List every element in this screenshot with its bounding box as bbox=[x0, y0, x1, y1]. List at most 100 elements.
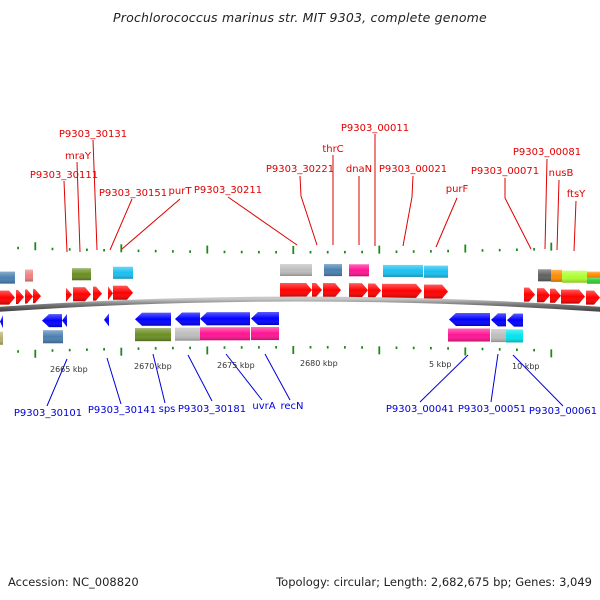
minor-tick bbox=[223, 250, 226, 254]
cds-shade bbox=[135, 312, 171, 326]
minor-tick bbox=[412, 346, 415, 350]
major-tick bbox=[120, 244, 123, 253]
minor-tick bbox=[326, 250, 329, 254]
minor-tick bbox=[103, 348, 105, 351]
scale-label: 5 kbp bbox=[429, 360, 451, 369]
gene-label[interactable]: recN bbox=[280, 401, 303, 412]
cds-shade bbox=[66, 287, 72, 302]
gene-label[interactable]: P9303_30101 bbox=[14, 408, 82, 419]
feature-shade bbox=[280, 264, 312, 277]
minor-tick bbox=[361, 346, 363, 349]
gene-label[interactable]: P9303_30151 bbox=[99, 188, 167, 199]
forward-cds-track bbox=[0, 283, 600, 305]
minor-tick bbox=[154, 249, 157, 253]
genome-summary: Topology: circular; Length: 2,682,675 bp… bbox=[276, 575, 592, 589]
gene-label[interactable]: P9303_30221 bbox=[266, 164, 334, 175]
gene-label[interactable]: P9303_00061 bbox=[529, 406, 597, 417]
gene-label[interactable]: P9303_00041 bbox=[386, 404, 454, 415]
cds-shade bbox=[561, 289, 585, 304]
minor-tick bbox=[395, 346, 398, 349]
gene-label[interactable]: P9303_00071 bbox=[471, 166, 539, 177]
minor-tick bbox=[51, 247, 54, 251]
cds-shade bbox=[424, 284, 448, 299]
gene-label[interactable]: P9303_30181 bbox=[178, 404, 246, 415]
label-leader-line bbox=[225, 353, 263, 401]
cds-shade bbox=[537, 288, 550, 303]
minor-tick bbox=[172, 250, 174, 253]
label-leader-line bbox=[504, 178, 532, 250]
cds-shade bbox=[550, 288, 561, 303]
minor-tick bbox=[516, 348, 518, 352]
minor-tick bbox=[447, 249, 449, 253]
gene-label[interactable]: P9303_30111 bbox=[30, 170, 98, 181]
feature-shade bbox=[538, 269, 551, 282]
gene-label[interactable]: P9303_00081 bbox=[513, 147, 581, 158]
label-leader-line bbox=[109, 198, 133, 251]
gene-label[interactable]: P9303_00021 bbox=[379, 164, 447, 175]
feature-shade bbox=[506, 329, 523, 343]
feature-shade bbox=[43, 330, 63, 344]
label-leader-line bbox=[152, 353, 166, 404]
gene-label[interactable]: P9303_30131 bbox=[59, 129, 127, 140]
cds-shade bbox=[312, 283, 322, 298]
feature-shade bbox=[25, 269, 33, 282]
scale-label: 2670 kbp bbox=[134, 362, 172, 371]
label-leader-line bbox=[299, 175, 318, 246]
label-leader-line bbox=[419, 354, 469, 403]
minor-tick bbox=[275, 250, 277, 254]
cds-shade bbox=[42, 314, 62, 328]
scale-label: 2680 kbp bbox=[300, 359, 338, 368]
feature-shade bbox=[0, 271, 15, 284]
cds-shade bbox=[73, 287, 91, 302]
gene-label[interactable]: P9303_00051 bbox=[458, 404, 526, 415]
feature-shade bbox=[587, 277, 600, 284]
scale-label: 2665 kbp bbox=[50, 365, 88, 374]
gene-label[interactable]: dnaN bbox=[346, 164, 372, 175]
gene-label[interactable]: ftsY bbox=[567, 189, 586, 200]
minor-tick bbox=[68, 348, 71, 352]
gene-label[interactable]: thrC bbox=[322, 144, 343, 155]
gene-label[interactable]: purT bbox=[169, 186, 193, 197]
gene-label[interactable]: P9303_30211 bbox=[194, 185, 262, 196]
minor-tick bbox=[533, 248, 535, 251]
label-leader-line bbox=[264, 353, 291, 401]
minor-tick bbox=[86, 348, 88, 351]
gene-label[interactable]: uvrA bbox=[252, 401, 275, 412]
genome-title: Prochlorococcus marinus str. MIT 9303, c… bbox=[113, 10, 487, 25]
minor-tick bbox=[51, 349, 54, 352]
gene-label[interactable]: purF bbox=[446, 184, 469, 195]
cds-shade bbox=[349, 283, 368, 298]
major-tick bbox=[34, 349, 37, 358]
cds-shade bbox=[200, 312, 250, 326]
cds-shade bbox=[368, 283, 381, 298]
gene-label[interactable]: mraY bbox=[65, 151, 92, 162]
minor-tick bbox=[361, 250, 363, 254]
feature-shade bbox=[424, 265, 448, 278]
minor-tick bbox=[430, 250, 432, 253]
scale-label: 10 kbp bbox=[512, 362, 540, 371]
major-tick bbox=[378, 245, 381, 254]
minor-tick bbox=[309, 346, 312, 349]
minor-tick bbox=[189, 250, 191, 253]
tick-marks-inner bbox=[17, 346, 553, 358]
genome-backbone bbox=[0, 296, 600, 312]
minor-tick bbox=[68, 248, 71, 251]
gene-label[interactable]: P9303_00011 bbox=[341, 123, 409, 134]
label-leader-line bbox=[46, 358, 68, 407]
cds-shade bbox=[93, 286, 102, 301]
major-tick bbox=[292, 245, 295, 254]
gene-label[interactable]: sps bbox=[159, 404, 176, 415]
cds-shade bbox=[25, 289, 33, 304]
gene-label[interactable]: nusB bbox=[549, 168, 574, 179]
label-leader-line bbox=[512, 354, 564, 407]
minor-tick bbox=[344, 346, 346, 349]
tick-marks-outer bbox=[17, 242, 553, 254]
minor-tick bbox=[17, 350, 19, 353]
minor-tick bbox=[223, 346, 226, 349]
minor-tick bbox=[498, 348, 501, 351]
minor-tick bbox=[137, 347, 140, 350]
gene-label[interactable]: P9303_30141 bbox=[88, 405, 156, 416]
minor-tick bbox=[17, 246, 19, 250]
